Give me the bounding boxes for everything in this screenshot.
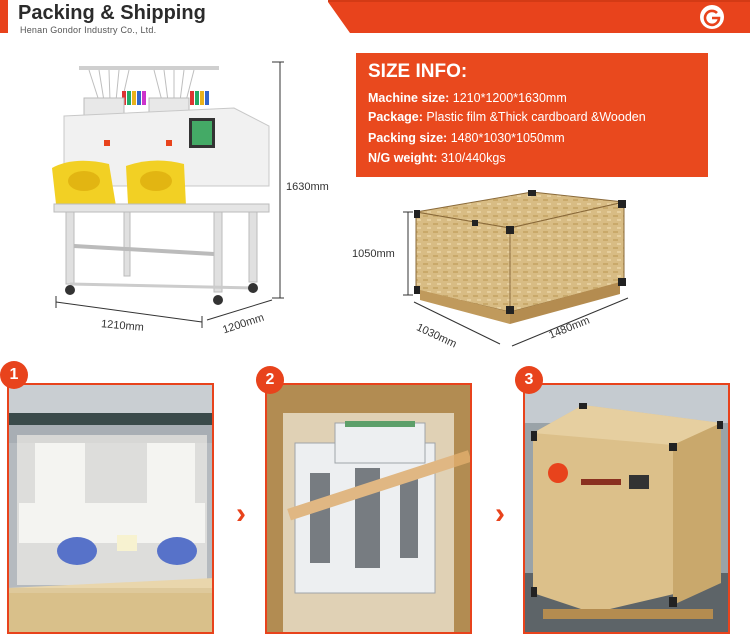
info-row-packing-size: Packing size: 1480*1030*1050mm — [368, 131, 565, 145]
info-label: N/G weight: — [368, 151, 438, 165]
step-3-photo — [523, 383, 730, 634]
info-label: Packing size: — [368, 131, 448, 145]
info-value: Plastic film &Thick cardboard &Wooden — [426, 110, 646, 124]
info-label: Package: — [368, 110, 423, 124]
gondor-logo-icon — [700, 5, 724, 29]
crate-height-label: 1050mm — [352, 248, 395, 260]
info-row-machine-size: Machine size: 1210*1200*1630mm — [368, 91, 567, 105]
size-info-panel: SIZE INFO: Machine size: 1210*1200*1630m… — [356, 53, 708, 177]
step-2-photo — [265, 383, 472, 634]
info-label: Machine size: — [368, 91, 450, 105]
wooden-crate-image — [414, 190, 626, 324]
info-row-package: Package: Plastic film &Thick cardboard &… — [368, 110, 646, 124]
step-1-photo — [7, 383, 214, 634]
step-2-badge: 2 — [256, 366, 284, 394]
page-title: Packing & Shipping — [18, 2, 206, 24]
chevron-right-icon: › — [236, 497, 246, 530]
info-value: 1480*1030*1050mm — [450, 131, 565, 145]
embroidery-machine-image — [52, 66, 270, 305]
company-name: Henan Gondor Industry Co., Ltd. — [20, 25, 157, 35]
step-3-badge: 3 — [515, 366, 543, 394]
chevron-right-icon: › — [495, 497, 505, 530]
machine-height-label: 1630mm — [286, 181, 329, 193]
info-value: 310/440kgs — [440, 151, 506, 165]
step-1-badge: 1 — [0, 361, 28, 389]
header-accent-bar — [0, 0, 8, 33]
machine-width-label: 1210mm — [100, 318, 145, 334]
info-value: 1210*1200*1630mm — [452, 91, 567, 105]
header-orange-band — [328, 0, 750, 33]
info-row-weight: N/G weight: 310/440kgs — [368, 151, 506, 165]
size-info-title: SIZE INFO: — [368, 61, 468, 82]
